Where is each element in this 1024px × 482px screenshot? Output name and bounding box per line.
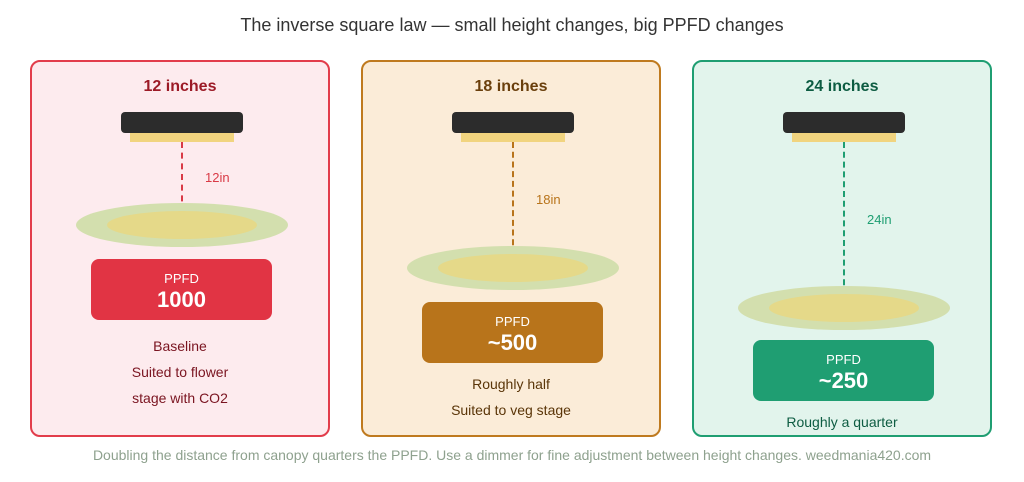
light-footprint-inner [107,211,257,239]
caption-line: Baseline [153,338,207,354]
panel-heading: 18 inches [474,78,548,95]
light-footprint-inner [438,254,588,282]
caption-line: Suited to flower [131,364,229,380]
ppfd-value: 1000 [157,287,206,312]
distance-line [512,142,514,255]
ppfd-label: PPFD [495,314,530,329]
distance-line [843,142,845,295]
panel-caption: Roughly a quarter [694,409,990,435]
grow-light-icon [121,112,243,133]
caption-line: Roughly a quarter [786,414,898,430]
light-lens [461,133,565,142]
ppfd-label: PPFD [164,271,199,286]
distance-line [181,142,183,212]
light-footprint-inner [769,294,919,322]
ppfd-box: PPFD ~500 [422,302,603,363]
panel-18-inches: 18 inches 18in PPFD ~500 Roughly half Su… [361,60,661,437]
panel-24-inches: 24 inches 24in PPFD ~250 Roughly a quart… [692,60,992,437]
light-lens [130,133,234,142]
ppfd-value: ~250 [818,368,869,393]
footer-note: Doubling the distance from canopy quarte… [92,447,932,463]
distance-label: 18in [536,192,561,207]
ppfd-value: ~500 [487,330,538,355]
distance-label: 12in [205,170,230,185]
ppfd-label: PPFD [826,352,861,367]
ppfd-box: PPFD 1000 [91,259,272,320]
distance-label: 24in [867,212,892,227]
grow-light-icon [783,112,905,133]
caption-line: Suited to veg stage [451,402,571,418]
panel-heading: 12 inches [143,78,217,95]
panel-caption: Roughly half Suited to veg stage [363,371,659,423]
panel-caption: Baseline Suited to flower stage with CO2 [32,333,328,411]
grow-light-icon [452,112,574,133]
caption-line: stage with CO2 [132,390,228,406]
panel-12-inches: 12 inches 12in PPFD 1000 Baseline Suited… [30,60,330,437]
panel-heading: 24 inches [805,78,879,95]
light-lens [792,133,896,142]
ppfd-box: PPFD ~250 [753,340,934,401]
caption-line: Roughly half [472,376,550,392]
diagram-title: The inverse square law — small height ch… [240,15,784,35]
